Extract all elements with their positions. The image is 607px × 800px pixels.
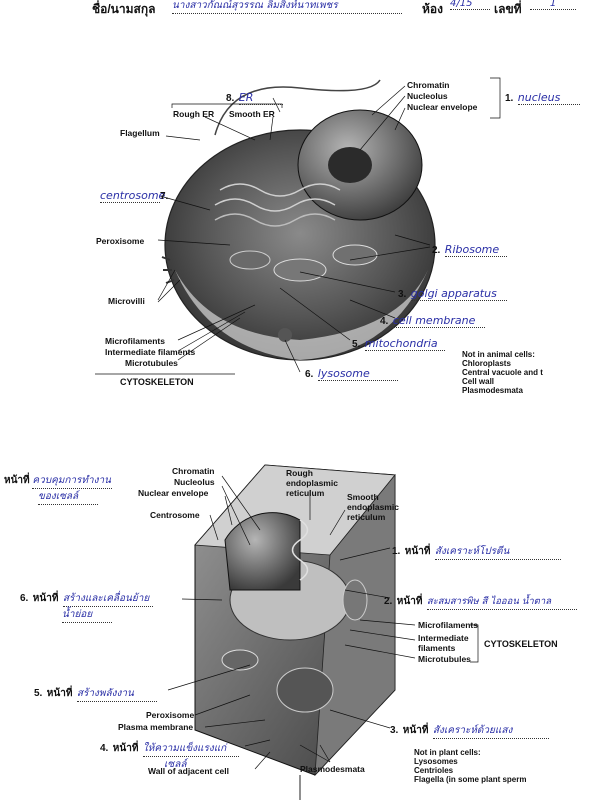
not-in-animal-cells: Not in animal cells: Chloroplasts Centra… (462, 350, 543, 395)
plant-function-nucleus: หน้าที่ ควบคุมการทำงาน ของเซลล์ (4, 473, 113, 505)
not-in-plant-title: Not in plant cells: (414, 748, 481, 757)
name-value: นางสาวกัณณ์สุวรรณ ลิ้มสิงห์นาทเพชร (172, 0, 402, 14)
room-label: ห้อง (422, 2, 443, 16)
not-in-plant-item: Lysosomes (414, 757, 458, 766)
not-in-plant-cells: Not in plant cells: Lysosomes Centrioles… (414, 748, 526, 784)
animal-cell-diagram (161, 79, 436, 361)
plant-function-2: 2. หน้าที่ สะสมสารพิษ สี ไอออน น้ำตาล (384, 591, 577, 610)
not-in-animal-item: Plasmodesmata (462, 386, 523, 395)
plant-label-smooth-er-line: reticulum (347, 512, 386, 522)
plant-label-plasma-membrane: Plasma membrane (118, 722, 194, 732)
plant-cell-diagram (194, 464, 396, 800)
plant-function-4-line2: เซลล์ (164, 759, 187, 770)
animal-label-microvilli: Microvilli (108, 296, 145, 306)
animal-label-rough-er: Rough ER (173, 109, 215, 119)
animal-label-flagellum: Flagellum (120, 128, 160, 138)
not-in-plant-item: Centrioles (414, 766, 454, 775)
animal-label-chromatin: Chromatin (407, 80, 450, 90)
animal-answer-4: 4. cell membrane (380, 311, 485, 329)
plant-label-nuclear-envelope: Nuclear envelope (138, 488, 209, 498)
plant-label-chromatin: Chromatin (172, 466, 215, 476)
plant-function-5: 5. หน้าที่ สร้างพลังงาน (34, 683, 157, 702)
plant-label-rough-er-line: reticulum (286, 488, 325, 498)
not-in-animal-title: Not in animal cells: (462, 350, 535, 359)
plant-label-microfilaments: Microfilaments (418, 620, 478, 630)
animal-answer-8: 8. ER (226, 88, 283, 106)
plant-label-smooth-er-line: Smooth (347, 492, 379, 502)
animal-label-microtubules: Microtubules (125, 358, 178, 368)
animal-answer-7: centrosome7. (100, 189, 169, 203)
plant-label-intermediate-line: Intermediate (418, 633, 469, 643)
plant-function-6: 6. หน้าที่ สร้างและเคลื่อนย้าย น้ำย่อย (20, 588, 153, 623)
plant-label-microtubules: Microtubules (418, 654, 471, 664)
animal-label-intermediate-filaments: Intermediate filaments (105, 347, 196, 357)
plant-label-plasmodesmata: Plasmodesmata (300, 764, 365, 774)
animal-answer-1: 1. nucleus (505, 88, 580, 106)
not-in-animal-item: Cell wall (462, 377, 495, 386)
plant-function-6-line2: น้ำย่อย (62, 607, 112, 623)
plant-label-rough-er-line: endoplasmic (286, 478, 338, 488)
animal-label-cytoskeleton: CYTOSKELETON (120, 377, 194, 387)
plant-label-peroxisome: Peroxisome (146, 710, 195, 720)
plant-label-rough-er-line: Rough (286, 468, 313, 478)
plant-label-rough-er: Rough endoplasmic reticulum (286, 468, 338, 498)
plant-label-smooth-er: Smooth endoplasmic reticulum (347, 492, 399, 522)
not-in-animal-item: Chloroplasts (462, 359, 511, 368)
animal-answer-5: 5. mitochondria (352, 334, 445, 352)
plant-label-smooth-er-line: endoplasmic (347, 502, 399, 512)
plant-function-4: 4. หน้าที่ ให้ความแข็งแรงแก่ เซลล์ (100, 738, 239, 772)
animal-label-peroxisome: Peroxisome (96, 236, 145, 246)
plant-label-intermediate-line: filaments (418, 643, 456, 653)
number-value: 1 (530, 0, 576, 10)
plant-function-nucleus-line2: ของเซลล์ (38, 489, 98, 505)
animal-label-nuclear-envelope: Nuclear envelope (407, 102, 478, 112)
name-label: ชื่อ/นามสกุล (92, 2, 156, 16)
animal-answer-2: 2. Ribosome (432, 240, 507, 258)
plant-label-wall-adjacent: Wall of adjacent cell (148, 766, 229, 776)
animal-answer-3: 3. golgi apparatus (398, 284, 507, 302)
animal-label-nucleolus: Nucleolus (407, 91, 448, 101)
room-value: 4/15 (450, 0, 490, 10)
plant-label-centrosome: Centrosome (150, 510, 200, 520)
plant-label-nucleolus: Nucleolus (174, 477, 215, 487)
not-in-animal-item: Central vacuole and t (462, 368, 543, 377)
animal-answer-6: 6. lysosome (305, 364, 398, 382)
number-label: เลขที่ (494, 2, 522, 16)
plant-function-1: 1. หน้าที่ สังเคราะห์โปรตีน (392, 541, 561, 560)
plant-label-cytoskeleton: CYTOSKELETON (484, 639, 558, 649)
animal-label-microfilaments: Microfilaments (105, 336, 165, 346)
animal-label-smooth-er: Smooth ER (229, 109, 275, 119)
plant-label-intermediate: Intermediate filaments (418, 633, 469, 653)
plant-function-3: 3. หน้าที่ สังเคราะห์ด้วยแสง (390, 720, 549, 739)
not-in-plant-item: Flagella (in some plant sperm (414, 775, 527, 784)
